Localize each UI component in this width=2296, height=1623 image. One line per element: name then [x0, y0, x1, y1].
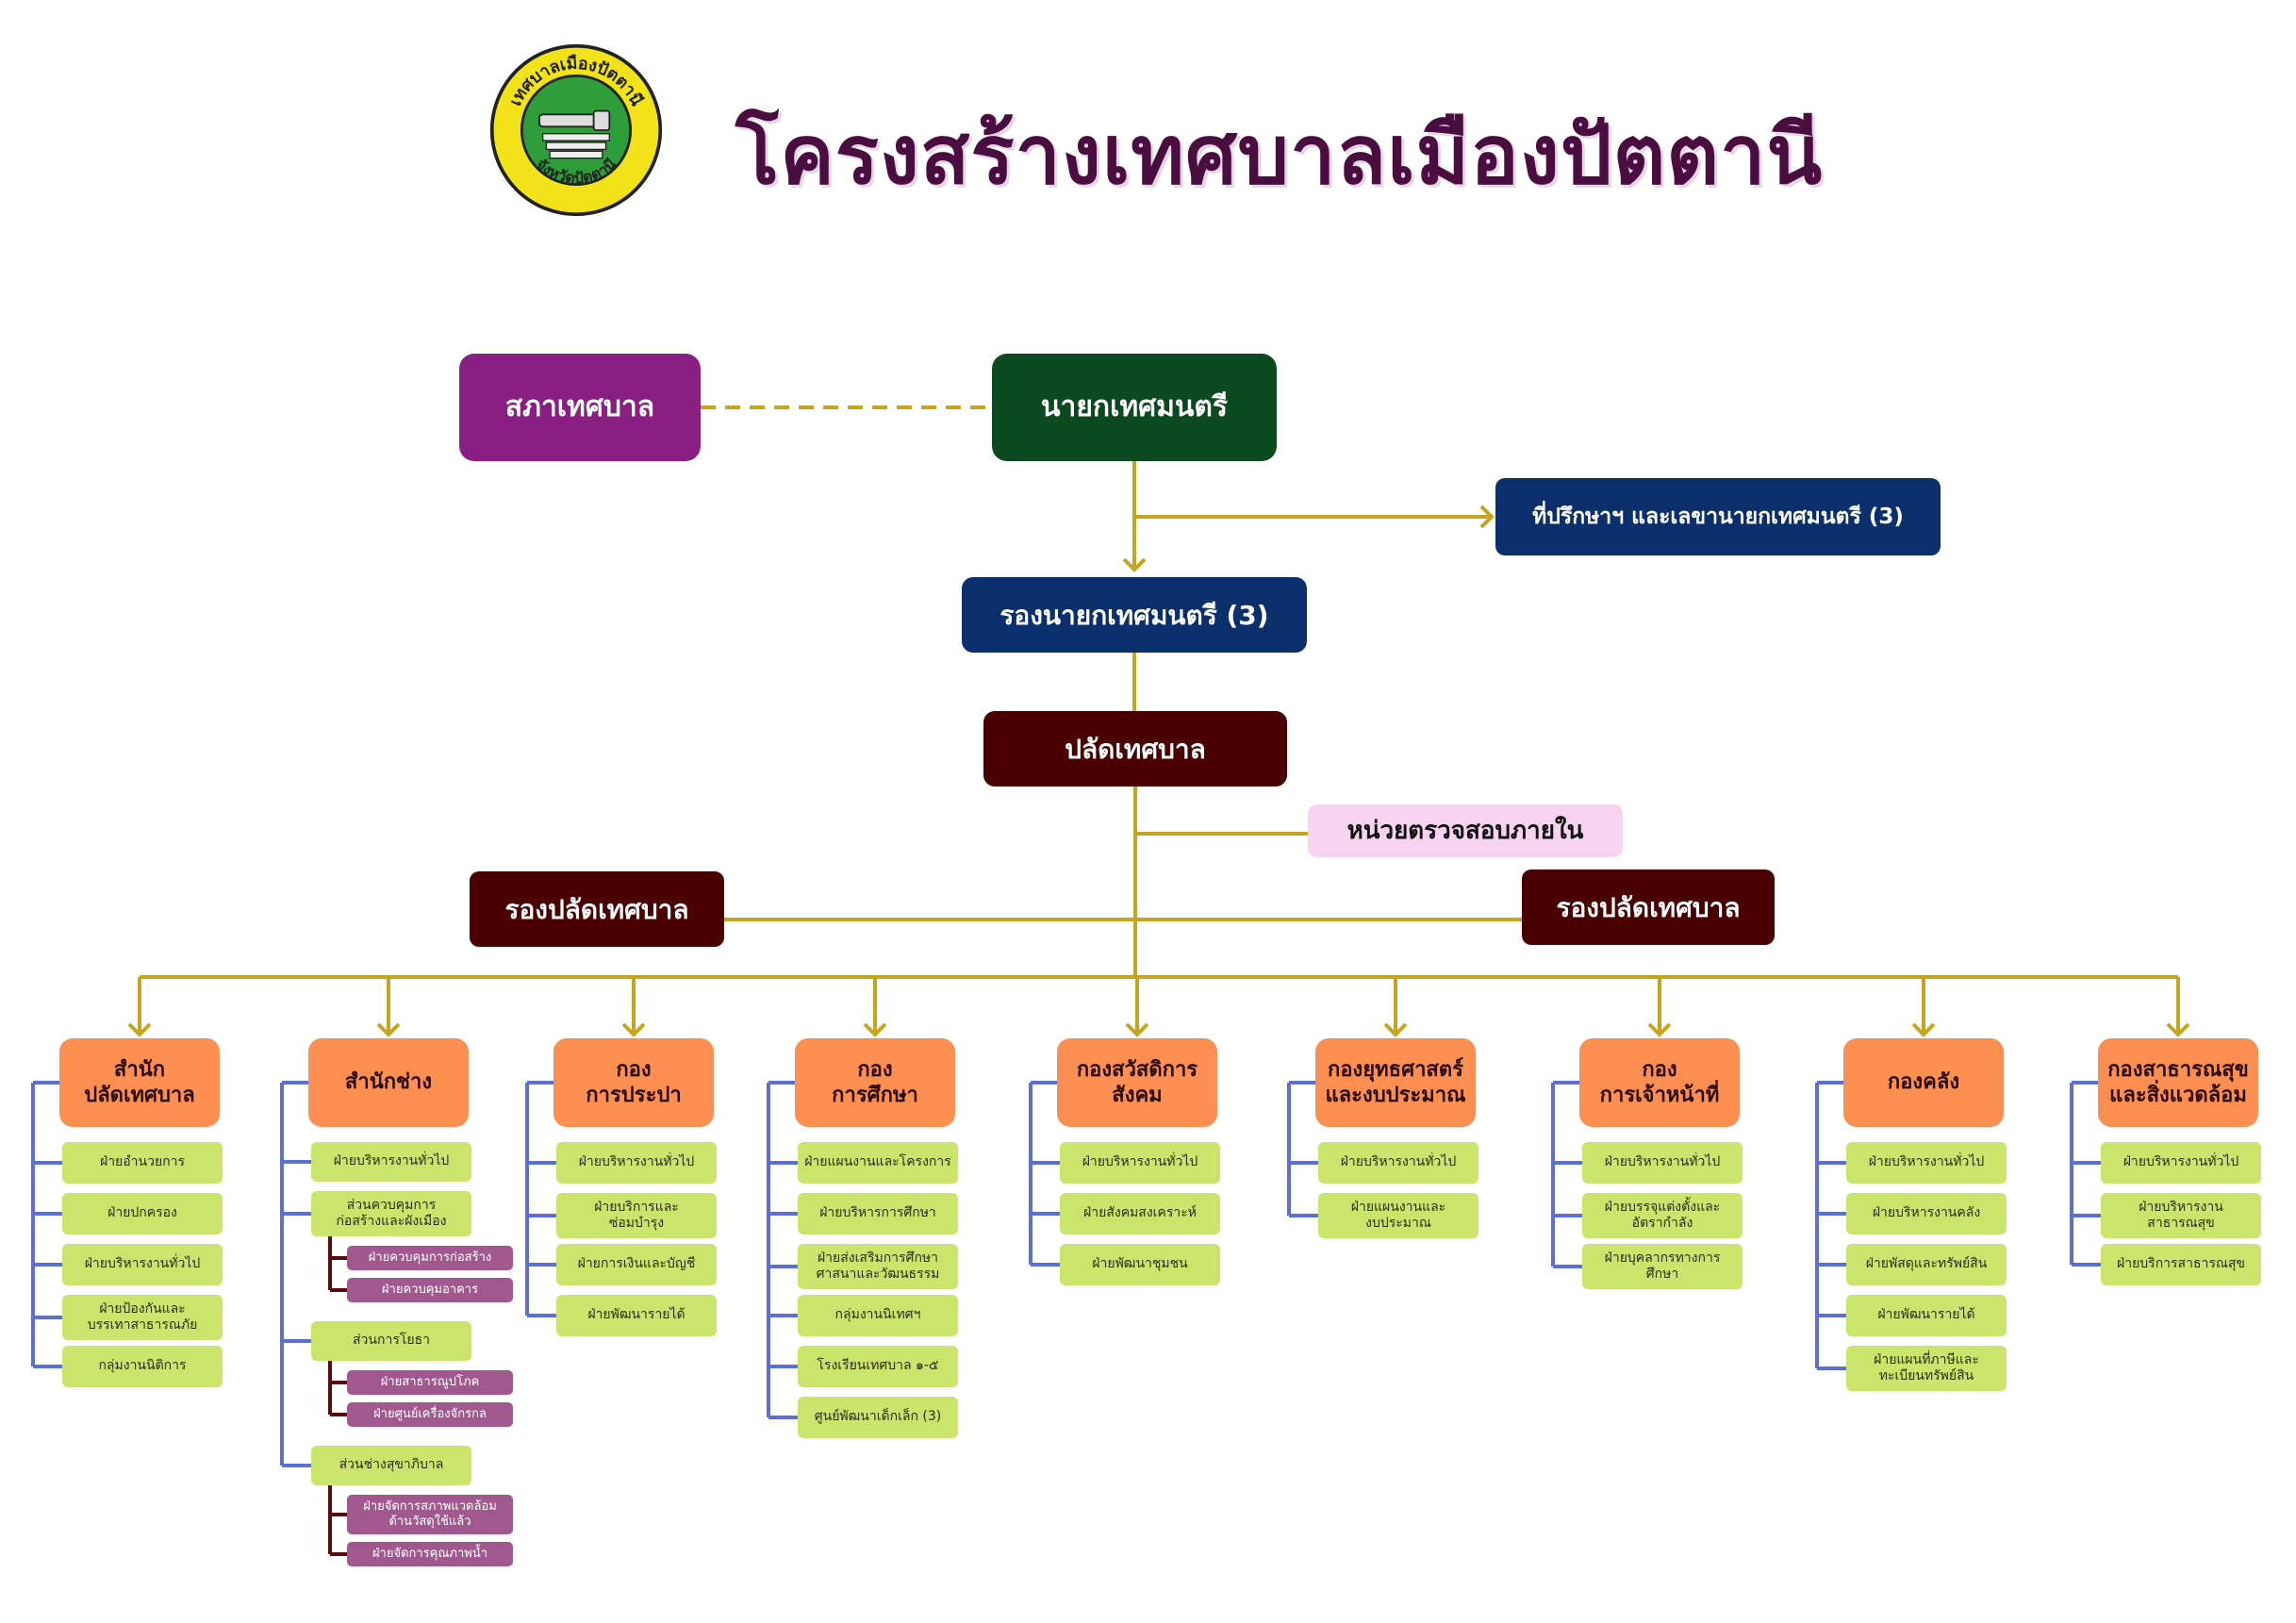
unit-box: ฝ่ายบริหารงานทั่วไป — [1582, 1142, 1743, 1184]
department-box: สำนักช่าง — [308, 1038, 469, 1127]
unit-box: ฝ่ายแผนที่ภาษีและ ทะเบียนทรัพย์สิน — [1846, 1346, 2007, 1391]
mayor-box: นายกเทศมนตรี — [992, 354, 1277, 461]
unit-box: ฝ่ายบริหารงาน สาธารณสุข — [2101, 1193, 2261, 1238]
unit-box: ส่วนช่างสุขาภิบาล — [311, 1446, 471, 1485]
unit-box: ฝ่ายการเงินและบัญชี — [556, 1244, 717, 1285]
unit-box: ศูนย์พัฒนาเด็กเล็ก (3) — [798, 1397, 958, 1438]
unit-box: ส่วนควบคุมการ ก่อสร้างและผังเมือง — [311, 1191, 471, 1236]
arrow-head-icon — [1125, 1022, 1149, 1037]
department-box: กองยุทธศาสตร์ และงบประมาณ — [1315, 1038, 1476, 1127]
department-box: กอง การประปา — [553, 1038, 714, 1127]
unit-box: ฝ่ายบุคลากรทางการ ศึกษา — [1582, 1244, 1743, 1289]
advisors-box: ที่ปรึกษาฯ และเลขานายกเทศมนตรี (3) — [1495, 478, 1941, 555]
unit-box: ฝ่ายอำนวยการ — [62, 1142, 223, 1184]
unit-box: ฝ่ายแผนงานและ งบประมาณ — [1318, 1193, 1478, 1238]
unit-box: ฝ่ายสังคมสงเคราะห์ — [1060, 1193, 1220, 1234]
department-box: กองคลัง — [1843, 1038, 2004, 1127]
deputy-mayor-box: รองนายกเทศมนตรี (3) — [962, 577, 1307, 653]
unit-box: ฝ่ายบริหารงานทั่วไป — [556, 1142, 717, 1184]
unit-box: ฝ่ายพัฒนาชุมชน — [1060, 1244, 1220, 1285]
unit-box: ส่วนการโยธา — [311, 1321, 471, 1361]
unit-box: ฝ่ายบริหารงานทั่วไป — [2101, 1142, 2261, 1184]
unit-box: ฝ่ายพัฒนารายได้ — [556, 1295, 717, 1336]
unit-box: ฝ่ายพัฒนารายได้ — [1846, 1295, 2007, 1336]
page-title: โครงสร้างเทศบาลเมืองปัตตานี — [735, 108, 1824, 203]
unit-box: ฝ่ายบริหารงานทั่วไป — [62, 1244, 223, 1285]
subunit-box: ฝ่ายจัดการสภาพแวดล้อม ด้านวัสดุใช้แล้ว — [347, 1495, 513, 1534]
municipal-seal-icon: เทศบาลเมืองปัตตานี จังหวัดปัตตานี — [489, 43, 663, 217]
arrow-head-icon — [1911, 1022, 1936, 1037]
unit-box: กลุ่มงานนิติการ — [62, 1346, 223, 1387]
arrow-head-icon — [1122, 557, 1147, 572]
unit-box: ฝ่ายบริการและ ซ่อมบำรุง — [556, 1193, 717, 1238]
unit-box: ฝ่ายบริหารงานทั่วไป — [1846, 1142, 2007, 1184]
deputy-clerk-right-box: รองปลัดเทศบาล — [1522, 869, 1775, 945]
unit-box: ฝ่ายบริหารการศึกษา — [798, 1193, 958, 1234]
unit-box: กลุ่มงานนิเทศฯ — [798, 1295, 958, 1336]
arrow-head-icon — [1479, 505, 1495, 529]
department-box: กองสวัสดิการ สังคม — [1057, 1038, 1217, 1127]
audit-unit-box: หน่วยตรวจสอบภายใน — [1308, 804, 1623, 857]
clerk-box: ปลัดเทศบาล — [983, 711, 1287, 787]
unit-box: ฝ่ายบริหารงานทั่วไป — [311, 1142, 471, 1182]
subunit-box: ฝ่ายศูนย์เครื่องจักรกล — [347, 1402, 513, 1427]
subunit-box: ฝ่ายควบคุมการก่อสร้าง — [347, 1246, 513, 1270]
unit-box: ฝ่ายบริหารงานทั่วไป — [1318, 1142, 1478, 1184]
arrow-head-icon — [1383, 1022, 1408, 1037]
unit-box: ฝ่ายส่งเสริมการศึกษา ศาสนาและวัฒนธรรม — [798, 1244, 958, 1289]
department-box: กอง การศึกษา — [795, 1038, 955, 1127]
unit-box: ฝ่ายบริหารงานทั่วไป — [1060, 1142, 1220, 1184]
arrow-head-icon — [2166, 1022, 2190, 1037]
council-box: สภาเทศบาล — [459, 354, 701, 461]
subunit-box: ฝ่ายจัดการคุณภาพน้ำ — [347, 1542, 513, 1566]
unit-box: ฝ่ายพัสดุและทรัพย์สิน — [1846, 1244, 2007, 1285]
unit-box: ฝ่ายบรรจุแต่งตั้งและ อัตรากำลัง — [1582, 1193, 1743, 1238]
unit-box: ฝ่ายบริการสาธารณสุข — [2101, 1244, 2261, 1285]
subunit-box: ฝ่ายสาธารณูปโภค — [347, 1370, 513, 1395]
arrow-head-icon — [863, 1022, 887, 1037]
department-box: กอง การเจ้าหน้าที่ — [1579, 1038, 1740, 1127]
subunit-box: ฝ่ายควบคุมอาคาร — [347, 1278, 513, 1302]
arrow-head-icon — [127, 1022, 152, 1037]
department-box: สำนัก ปลัดเทศบาล — [59, 1038, 220, 1127]
arrow-head-icon — [376, 1022, 401, 1037]
deputy-clerk-left-box: รองปลัดเทศบาล — [470, 871, 724, 947]
unit-box: ฝ่ายบริหารงานคลัง — [1846, 1193, 2007, 1234]
arrow-head-icon — [1647, 1022, 1672, 1037]
unit-box: โรงเรียนเทศบาล ๑-๕ — [798, 1346, 958, 1387]
unit-box: ฝ่ายแผนงานและโครงการ — [798, 1142, 958, 1184]
unit-box: ฝ่ายปกครอง — [62, 1193, 223, 1234]
arrow-head-icon — [621, 1022, 646, 1037]
department-box: กองสาธารณสุข และสิ่งแวดล้อม — [2098, 1038, 2258, 1127]
unit-box: ฝ่ายป้องกันและ บรรเทาสาธารณภัย — [62, 1295, 223, 1340]
